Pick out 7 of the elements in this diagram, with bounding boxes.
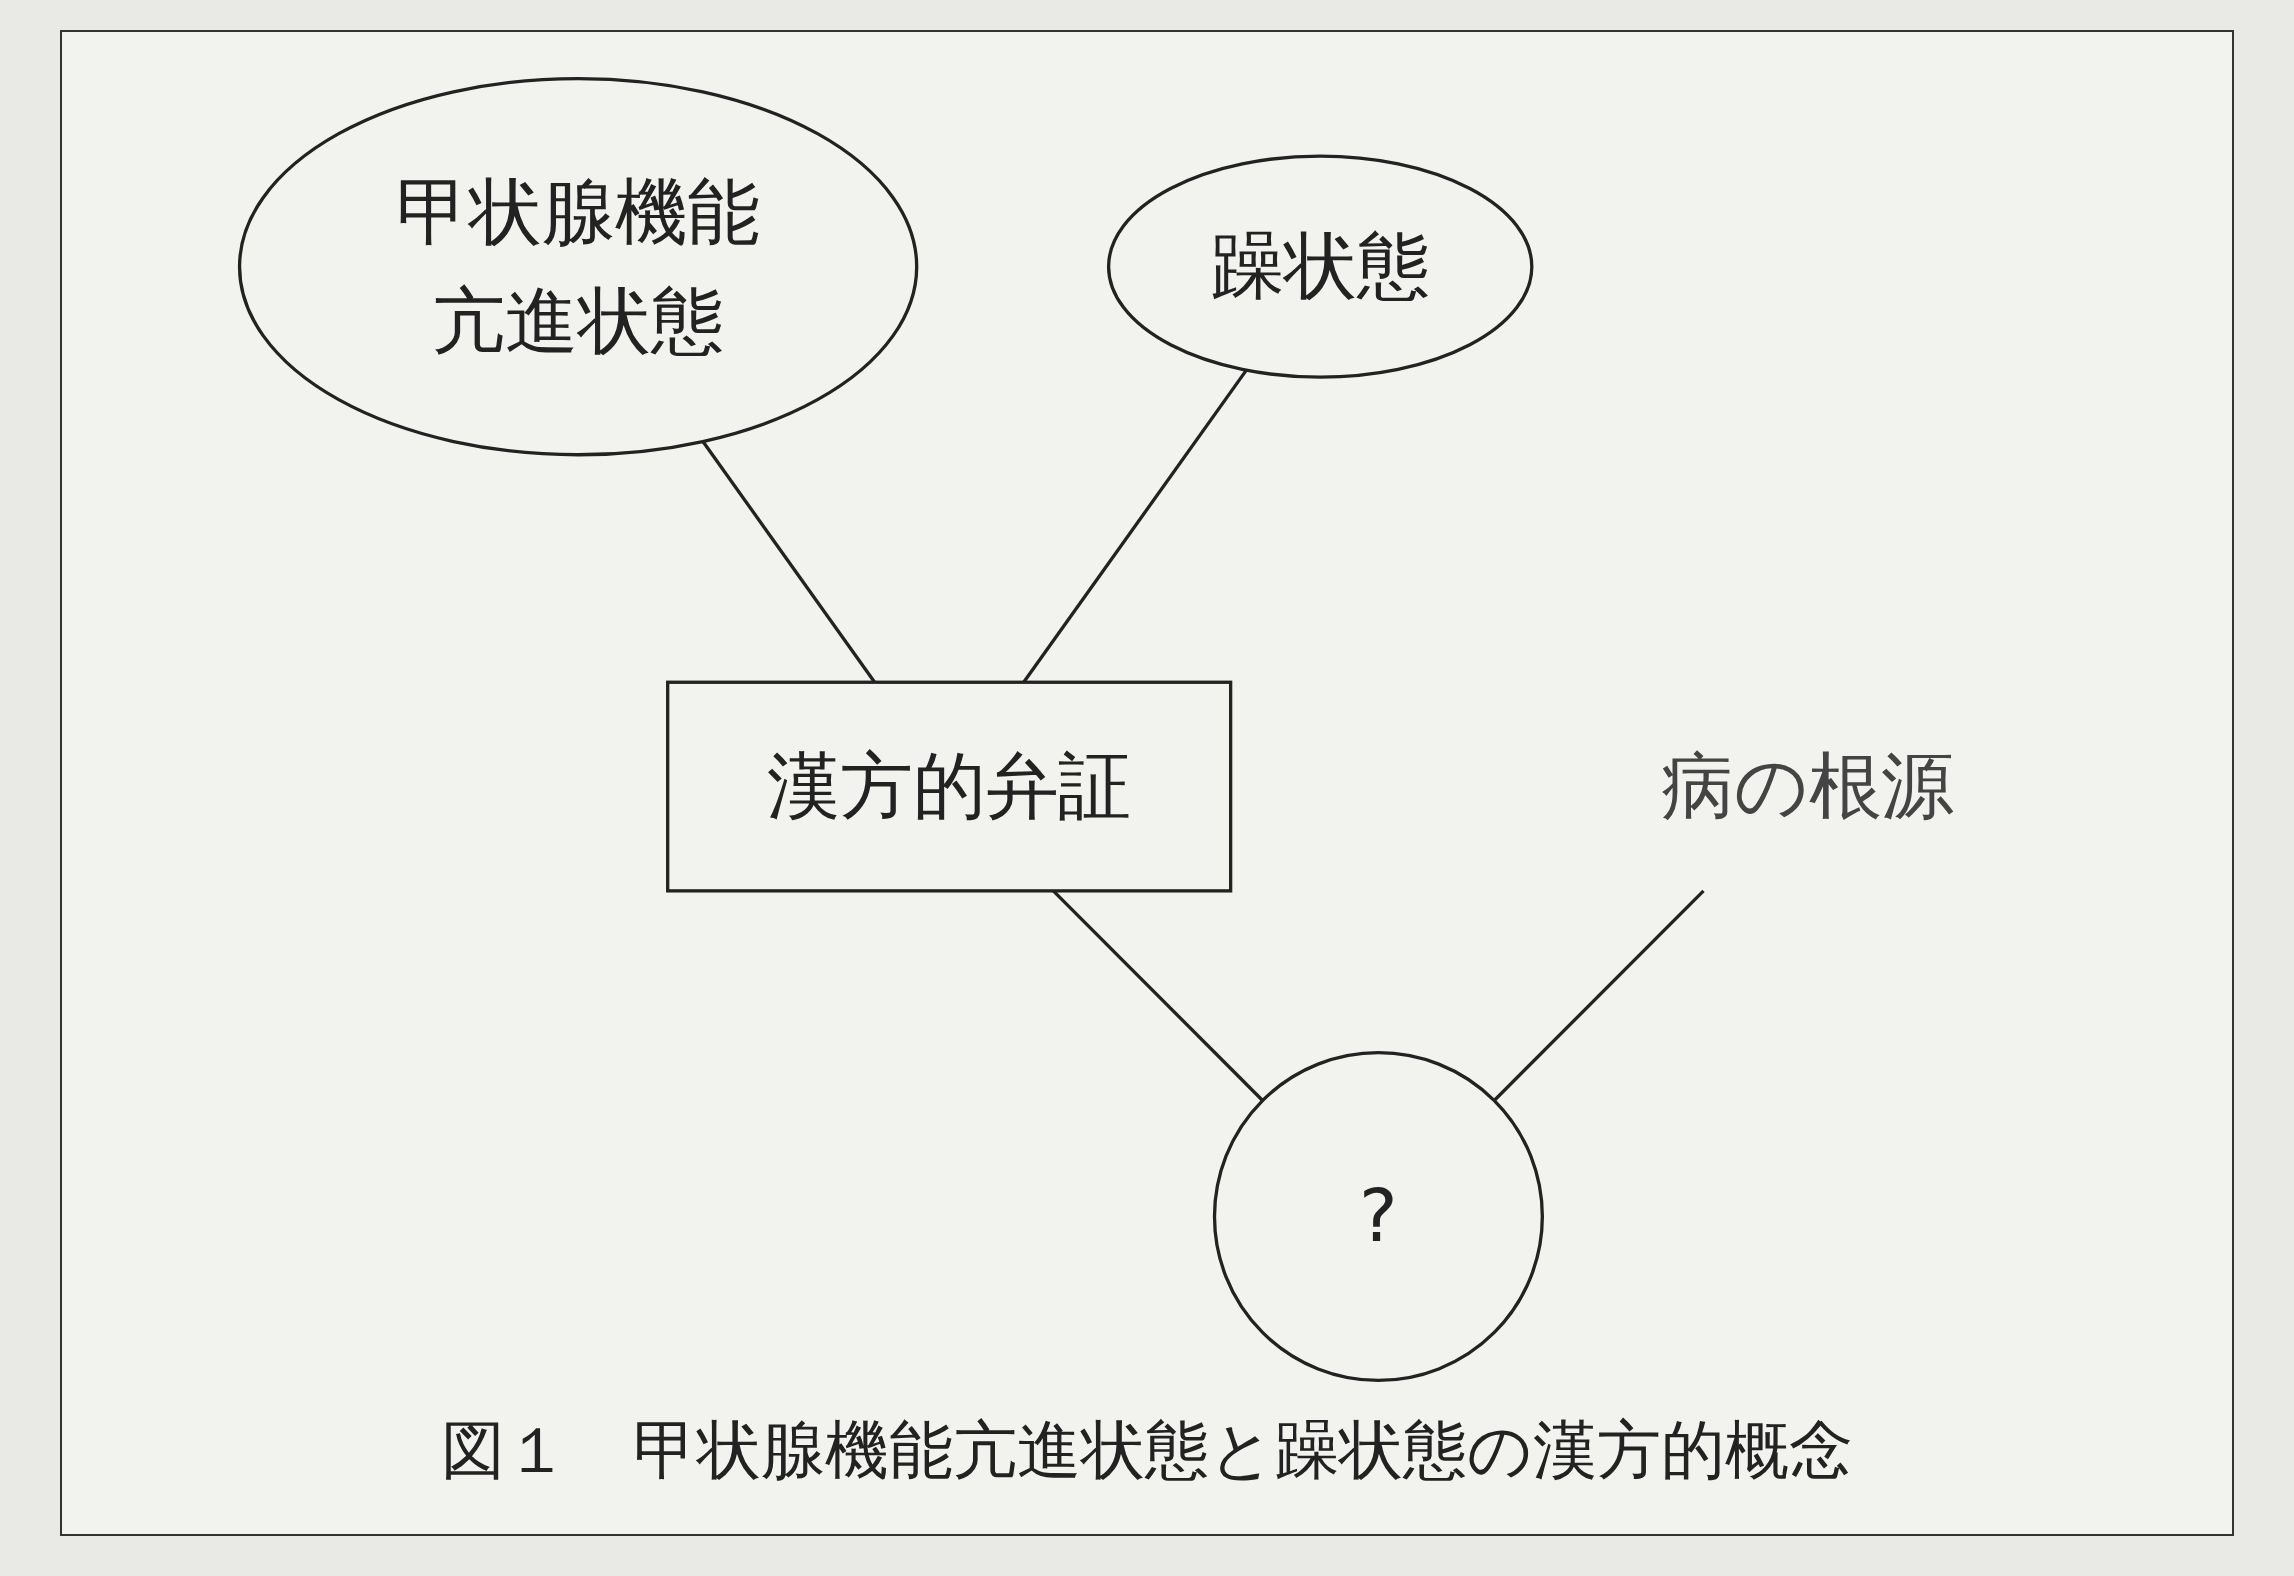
callout-text: 病の根源 (1661, 743, 1955, 828)
ellipse-node: 甲状腺機能亢進状態 (238, 76, 919, 457)
process-box: 漢方的弁証 (666, 680, 1233, 893)
leader-line (1493, 889, 1706, 1102)
ellipse-node: 躁状態 (1107, 154, 1534, 379)
circle-node: ? (1213, 1050, 1545, 1383)
figure-caption: 図１ 甲状腺機能亢進状態と躁状態の漢方的概念 (441, 1412, 1853, 1489)
